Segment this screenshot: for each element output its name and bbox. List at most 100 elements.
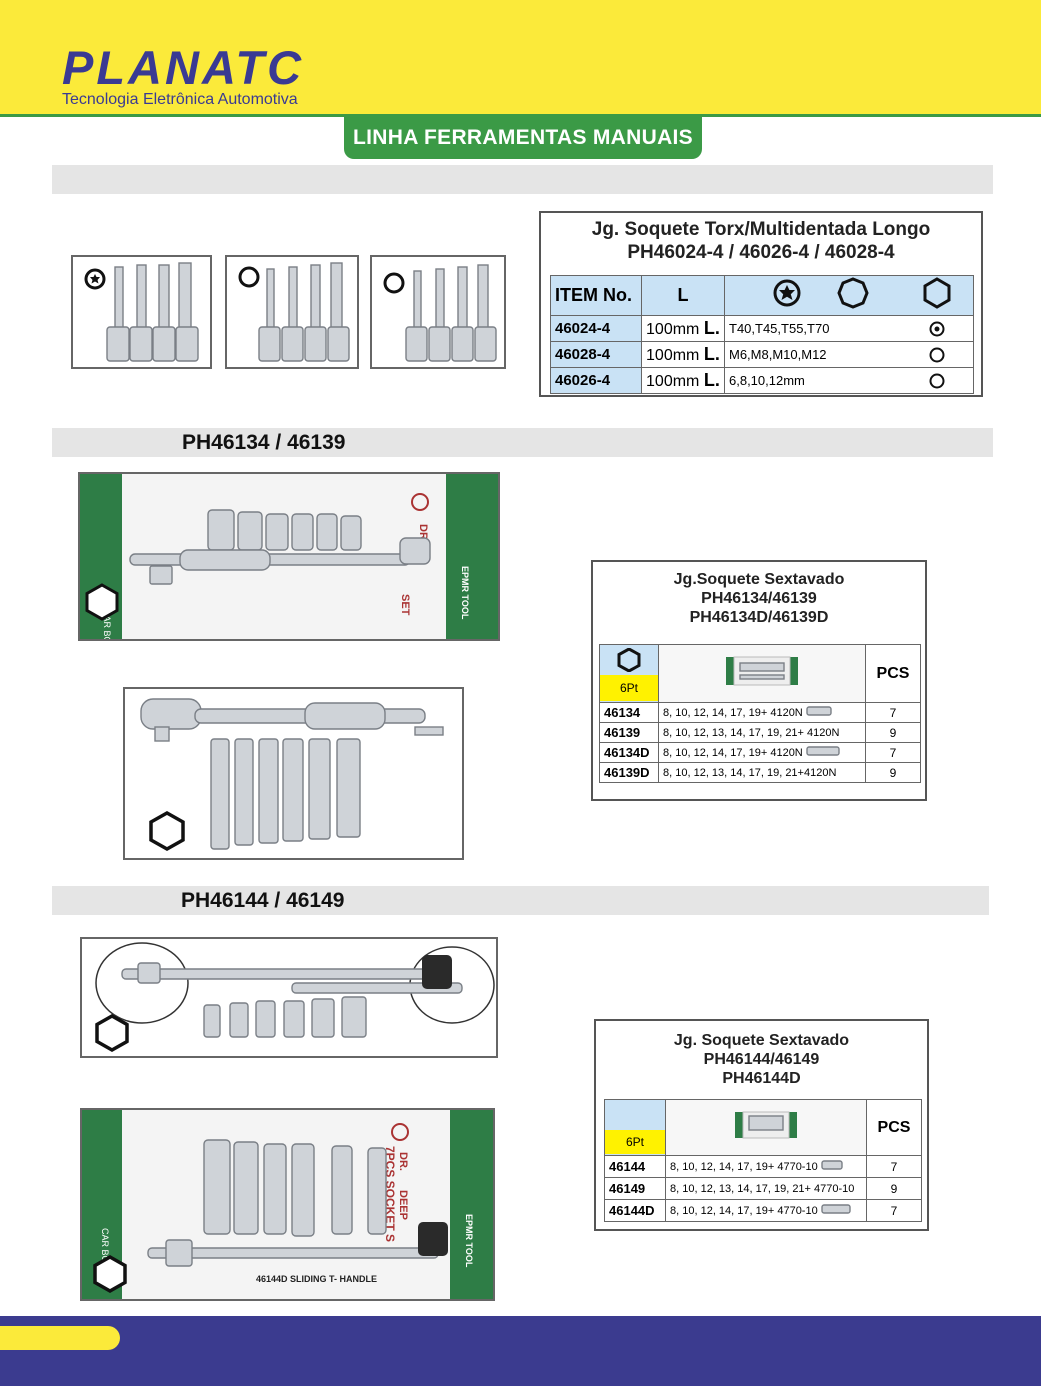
t-handle xyxy=(147,1222,448,1267)
torx-icon xyxy=(773,279,801,307)
row-item: 46024-4 xyxy=(549,315,643,342)
product-photo-46144d-card: CAR BOX EPMR TOOL DR. DEEP 7PCS SOCKET S… xyxy=(80,1108,495,1301)
deep-socket-icon xyxy=(806,746,840,756)
spec-title-line2: PH46134/46139 xyxy=(701,590,817,608)
row-sizes: 6,8,10,12mm xyxy=(724,367,974,394)
product-thumbnail xyxy=(658,644,866,703)
row-item: 46144 xyxy=(604,1155,666,1178)
col-item-no: ITEM No. xyxy=(549,275,643,316)
torx-icon xyxy=(929,321,945,336)
spec-table-46134: Jg.Soquete Sextavado PH46134/46139 PH461… xyxy=(591,560,927,801)
drive-size-icon xyxy=(411,493,429,511)
section-bar-torx xyxy=(52,165,993,194)
row-pcs: 9 xyxy=(865,722,921,743)
product-photo-46134d xyxy=(123,687,464,860)
multipoint-icon xyxy=(929,347,945,362)
row-item: 46144D xyxy=(604,1199,666,1222)
ratchet-handle xyxy=(140,698,444,742)
hex-icon xyxy=(923,277,951,309)
card-set-label: SET xyxy=(399,594,411,616)
product-photo-hex-set xyxy=(370,255,506,369)
hex-icon xyxy=(617,648,641,672)
header-divider xyxy=(0,114,1041,117)
row-pcs: 9 xyxy=(865,762,921,783)
product-photo-multipoint-set xyxy=(225,255,359,369)
col-profile-icons xyxy=(724,275,974,316)
card-deep-label: DEEP xyxy=(397,1190,409,1220)
deep-socket-row xyxy=(203,1139,387,1237)
col-pcs: PCS xyxy=(865,644,921,703)
multipoint-icon xyxy=(238,266,260,288)
bit-socket-group xyxy=(258,262,350,362)
row-desc: 8, 10, 12, 13, 14, 17, 19, 21+ 4770-10 xyxy=(665,1177,867,1200)
row-desc: 8, 10, 12, 14, 17, 19+ 4770-10 xyxy=(665,1155,867,1178)
row-sizes: T40,T45,T55,T70 xyxy=(724,315,974,342)
row-pcs: 7 xyxy=(865,742,921,763)
row-desc: 8, 10, 12, 14, 17, 19+ 4120N xyxy=(658,742,866,763)
row-length: 100mm L. xyxy=(641,315,725,342)
row-item: 46139 xyxy=(599,722,659,743)
hex-icon xyxy=(149,810,185,852)
socket-row xyxy=(207,509,362,551)
spec-title-line2: PH46144/46149 xyxy=(703,1051,820,1069)
spec-title-line3: PH46144D xyxy=(722,1070,801,1088)
footer-band xyxy=(0,1316,1041,1386)
card-side-right: EPMR TOOL xyxy=(460,566,470,620)
row-pcs: 7 xyxy=(865,702,921,723)
row-item: 46134D xyxy=(599,742,659,763)
hex-icon xyxy=(383,272,405,294)
col-length: L xyxy=(641,275,725,316)
row-sizes: M6,M8,M10,M12 xyxy=(724,341,974,368)
bit-socket-group xyxy=(405,264,497,362)
row-desc: 8, 10, 12, 13, 14, 17, 19, 21+ 4120N xyxy=(658,722,866,743)
row-pcs: 9 xyxy=(866,1177,922,1200)
section-bar-46144 xyxy=(52,886,989,915)
hex-icon xyxy=(95,1013,129,1053)
ratchet-handle xyxy=(129,537,431,585)
torx-icon xyxy=(84,268,106,290)
pt-cell: 6Pt xyxy=(604,1099,666,1156)
row-item: 46139D xyxy=(599,762,659,783)
footer-accent xyxy=(0,1326,120,1350)
product-photo-46144 xyxy=(80,937,498,1058)
row-desc: 8, 10, 12, 13, 14, 17, 19, 21+4120N xyxy=(658,762,866,783)
row-item: 46149 xyxy=(604,1177,666,1200)
row-length: 100mm L. xyxy=(641,367,725,394)
drive-size-icon xyxy=(391,1123,409,1141)
col-pcs: PCS xyxy=(866,1099,922,1156)
bit-socket-group xyxy=(106,262,199,362)
card-side-left: CAR BOX xyxy=(102,609,112,639)
row-item: 46026-4 xyxy=(549,367,643,394)
socket-icon xyxy=(806,706,832,716)
row-pcs: 7 xyxy=(866,1199,922,1222)
row-item: 46134 xyxy=(599,702,659,723)
card-handle-label: 46144D SLIDING T- HANDLE xyxy=(256,1274,377,1284)
row-desc: 8, 10, 12, 14, 17, 19+ 4120N xyxy=(658,702,866,723)
spec-table-torx: Jg. Soquete Torx/Multidentada Longo PH46… xyxy=(539,211,983,397)
card-drive-label: DR. xyxy=(397,1152,409,1171)
spec-title-line1: Jg.Soquete Sextavado xyxy=(673,571,845,588)
deep-socket-row xyxy=(210,738,361,850)
t-handle xyxy=(121,955,463,994)
row-item: 46028-4 xyxy=(549,341,643,368)
spec-title-line2: PH46024-4 / 46026-4 / 46028-4 xyxy=(627,241,895,263)
card-side-right: EPMR TOOL xyxy=(464,1214,474,1268)
hex-icon xyxy=(93,1254,127,1294)
spec-grid-torx: ITEM No. L 46024-4 100mm L. T40,T45,T55,… xyxy=(549,275,974,394)
row-desc: 8, 10, 12, 14, 17, 19+ 4770-10 xyxy=(665,1199,867,1222)
header-band xyxy=(0,0,1041,114)
hex-icon xyxy=(929,373,945,388)
row-length: 100mm L. xyxy=(641,341,725,368)
hex-icon xyxy=(85,583,119,621)
section-title-46134: PH46134 / 46139 xyxy=(182,431,346,454)
product-thumbnail xyxy=(665,1099,867,1156)
multipoint-icon xyxy=(837,277,869,309)
card-side-left: CAR BOX xyxy=(100,1228,110,1269)
row-pcs: 7 xyxy=(866,1155,922,1178)
socket-icon xyxy=(821,1160,843,1170)
pt-cell: 6Pt xyxy=(599,644,659,703)
spec-title-line1: Jg. Soquete Torx/Multidentada Longo xyxy=(591,219,931,240)
section-bar-46134 xyxy=(52,428,993,457)
